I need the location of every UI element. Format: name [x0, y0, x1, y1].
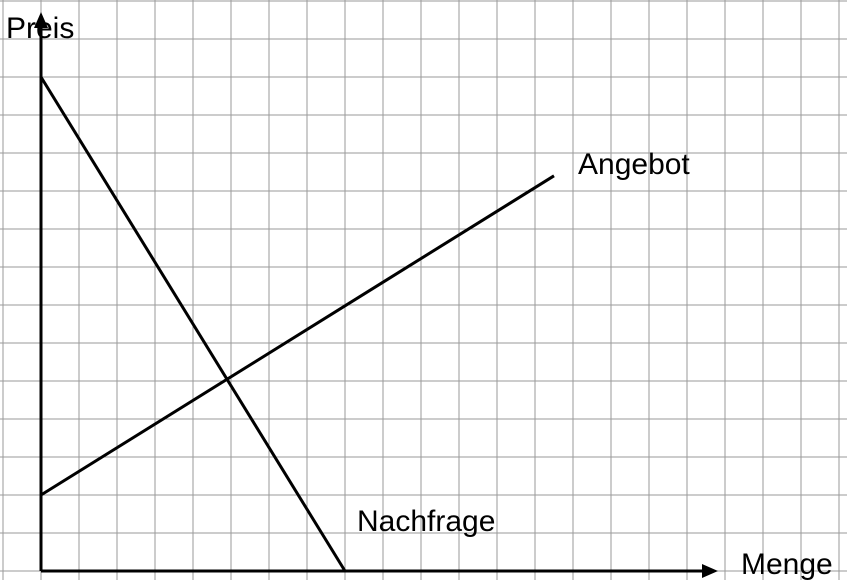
series-label-nachfrage: Nachfrage [357, 505, 495, 538]
y-axis-label: Preis [6, 12, 74, 45]
y-axis-arrow-icon [34, 12, 48, 28]
x-axis-label: Menge [741, 548, 833, 580]
x-axis-arrow-icon [702, 564, 718, 578]
series [39, 76, 555, 572]
axes [34, 12, 718, 578]
series-line-nachfrage [39, 76, 347, 572]
series-line-angebot [40, 174, 555, 497]
series-label-angebot: Angebot [578, 148, 690, 181]
